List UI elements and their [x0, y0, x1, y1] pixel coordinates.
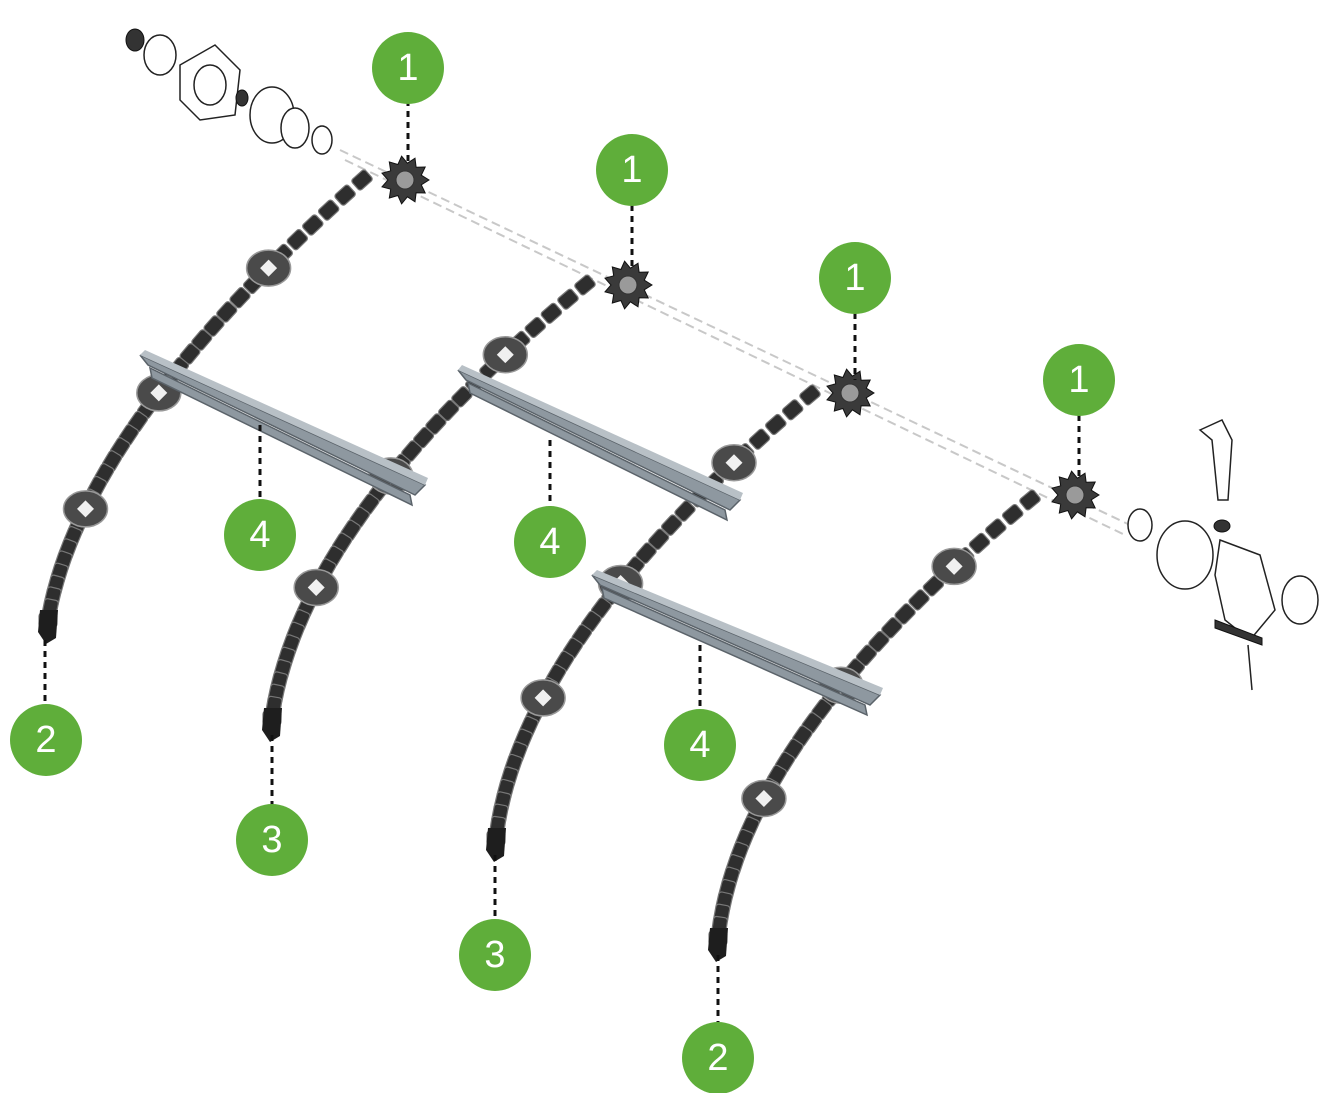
- chain-link: [334, 184, 357, 206]
- left-bearing-assembly: [126, 29, 332, 154]
- callout-4c: 4: [664, 709, 736, 781]
- chain-link: [574, 274, 597, 296]
- callout-1b: 1: [596, 134, 668, 206]
- callout-label: 4: [249, 514, 270, 556]
- callout-label: 1: [397, 47, 418, 89]
- sprocket-4: [1052, 471, 1099, 519]
- callout-label: 2: [35, 719, 56, 761]
- sprocket-3: [827, 369, 874, 417]
- callout-label: 1: [844, 257, 865, 299]
- chain-link: [764, 413, 787, 435]
- chain-link: [781, 399, 804, 421]
- chain-link: [748, 428, 771, 450]
- callout-3b: 3: [459, 919, 531, 991]
- callout-1a: 1: [372, 32, 444, 104]
- chain-link: [984, 518, 1007, 540]
- chain-link: [524, 316, 547, 338]
- right-bearing-assembly: [1128, 420, 1318, 690]
- callout-1d: 1: [1043, 344, 1115, 416]
- sprocket-2: [605, 261, 652, 309]
- chain-link: [286, 228, 309, 251]
- callout-label: 3: [484, 934, 505, 976]
- chain-link: [301, 214, 324, 237]
- chain-link: [1001, 503, 1024, 525]
- slat-3: [592, 570, 883, 715]
- callout-4a: 4: [224, 499, 296, 571]
- chain-attachment: [521, 680, 565, 716]
- callout-label: 4: [539, 521, 560, 563]
- callout-label: 3: [261, 819, 282, 861]
- chain-link: [968, 532, 991, 554]
- chain-link: [351, 169, 374, 191]
- chain-4: [708, 489, 1041, 962]
- callout-label: 1: [1068, 359, 1089, 401]
- chain-link: [557, 288, 580, 310]
- chain-attachment: [294, 570, 338, 606]
- chain-attachment: [712, 445, 756, 481]
- callout-4b: 4: [514, 506, 586, 578]
- callout-2b: 2: [682, 1022, 754, 1093]
- chain-attachment: [932, 548, 976, 584]
- callout-label: 2: [707, 1037, 728, 1079]
- callout-1c: 1: [819, 242, 891, 314]
- callout-label: 4: [689, 724, 710, 766]
- chain-link: [540, 302, 563, 324]
- callout-label: 1: [621, 149, 642, 191]
- chain-attachment: [64, 491, 108, 527]
- callout-2a: 2: [10, 704, 82, 776]
- chain-end-tab: [38, 610, 58, 644]
- chain-attachment: [483, 337, 527, 373]
- chain-attachment: [247, 250, 291, 286]
- chain-link: [317, 199, 340, 222]
- callout-3a: 3: [236, 804, 308, 876]
- chain-attachment: [742, 781, 786, 817]
- chain-link: [1019, 489, 1042, 511]
